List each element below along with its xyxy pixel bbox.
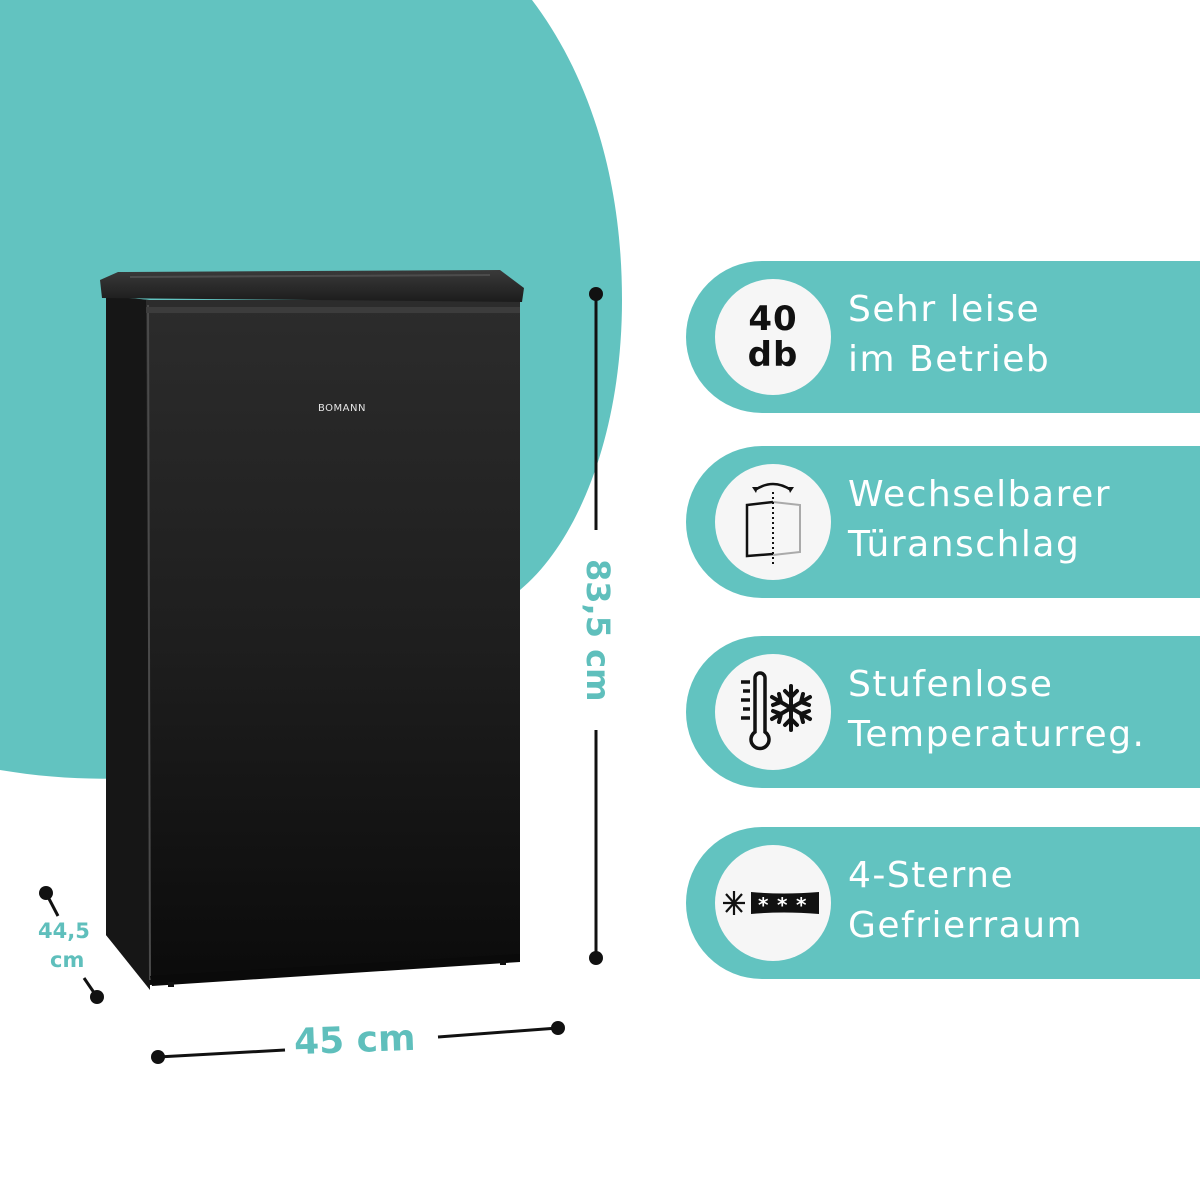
feature-icon-circle: * * * [715, 845, 831, 961]
decibel-badge-icon: 40 db [748, 301, 799, 373]
feature-icon-circle [715, 464, 831, 580]
four-star-freezer-icon: * * * [723, 891, 819, 917]
decibel-value: 40 [748, 299, 798, 339]
width-label: 45 cm [293, 1017, 417, 1064]
feature-text: Stufenlose Temperaturreg. [848, 660, 1146, 760]
feature-reversible-door: Wechselbarer Türanschlag [686, 446, 1200, 598]
feature-text: Sehr leise im Betrieb [848, 285, 1050, 385]
svg-text:*: * [796, 893, 807, 917]
feature-icon-circle [715, 654, 831, 770]
brand-logo: BOMANN [318, 403, 366, 414]
thermometer-snowflake-icon [741, 671, 812, 751]
feature-quiet-operation: 40 db Sehr leise im Betrieb [686, 261, 1200, 413]
feature-line2: Türanschlag [848, 524, 1081, 565]
feature-line1: Wechselbarer [848, 474, 1112, 515]
depth-label-unit: cm [50, 948, 85, 972]
feature-line2: Temperaturreg. [848, 714, 1146, 755]
feature-four-star-freezer: * * * 4-Sterne Gefrierraum [686, 827, 1200, 979]
height-label: 83,5 cm [579, 559, 617, 702]
feature-text: 4-Sterne Gefrierraum [848, 851, 1083, 951]
svg-text:*: * [758, 893, 769, 917]
feature-temperature-control: Stufenlose Temperaturreg. [686, 636, 1200, 788]
feature-line1: Stufenlose [848, 664, 1054, 705]
depth-label-value: 44,5 [38, 919, 90, 943]
feature-line1: Sehr leise [848, 289, 1041, 330]
feature-line2: im Betrieb [848, 339, 1051, 380]
decibel-unit: db [747, 335, 799, 375]
feature-icon-circle: 40 db [715, 279, 831, 395]
door-reversible-icon [745, 482, 801, 566]
svg-text:*: * [777, 893, 788, 917]
feature-text: Wechselbarer Türanschlag [848, 470, 1111, 570]
feature-line1: 4-Sterne [848, 855, 1015, 896]
feature-line2: Gefrierraum [848, 905, 1084, 946]
